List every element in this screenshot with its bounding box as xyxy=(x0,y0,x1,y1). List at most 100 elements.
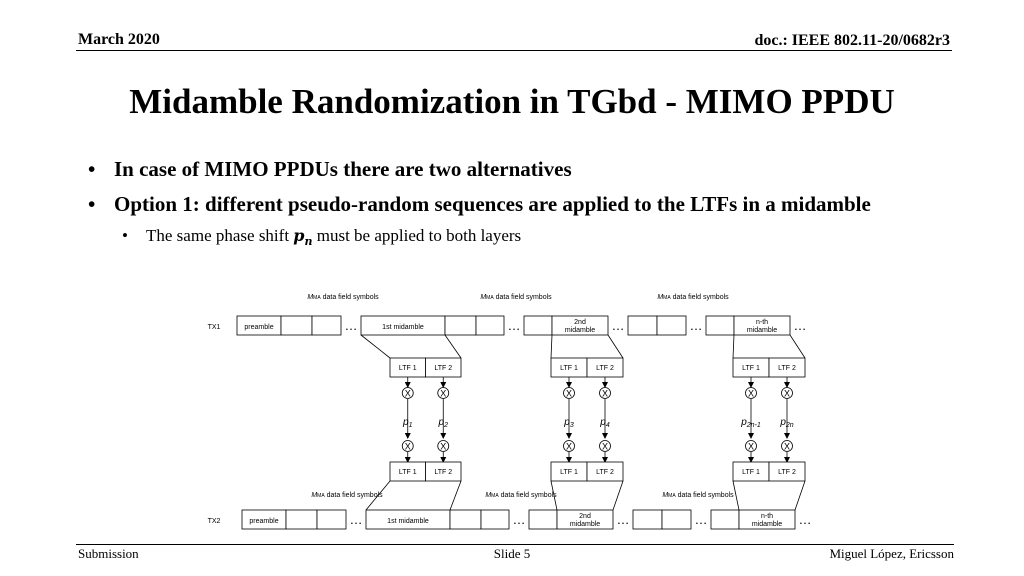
second-multiplier-upper xyxy=(563,387,575,399)
sub-bullet-1: The same phase shift pn must be applied … xyxy=(122,224,948,254)
nth-lower-ltf1-text: LTF 1 xyxy=(742,469,760,476)
nth-phase-label: p2n-1 xyxy=(740,417,761,429)
tx1-data-symbol xyxy=(444,315,477,336)
tx1-ellipsis: … xyxy=(345,318,358,333)
footer-author: Miguel López, Ericsson xyxy=(829,546,954,561)
tx2-nth-midamble-line1: n-th xyxy=(761,513,773,520)
tx2-second-midamble-line1: 2nd xyxy=(579,513,591,520)
tx2-first-midamble-text: 1st midamble xyxy=(387,518,429,525)
second-multiplier-upper xyxy=(599,387,611,399)
bullet-list: In case of MIMO PPDUs there are two alte… xyxy=(88,154,948,254)
tx2-second-midamble-line2: midamble xyxy=(570,521,600,528)
tx2-nth-midamble-line2: midamble xyxy=(752,521,782,528)
tx1-data-symbol xyxy=(523,315,553,336)
tx2-data-symbol xyxy=(528,509,558,530)
tx1-preamble-text: preamble xyxy=(244,324,273,331)
first-multiplier-upper-symbol: X xyxy=(440,389,446,399)
nth-phase-label: p2n xyxy=(779,417,793,429)
tx1-data-symbol xyxy=(280,315,313,336)
nth-collapse-line xyxy=(794,480,806,511)
tx2-data-symbol xyxy=(632,509,663,530)
first-multiplier-upper xyxy=(437,387,450,399)
second-multiplier-lower xyxy=(599,440,611,452)
second-phase-label: p4 xyxy=(599,417,610,429)
tx2-data-symbol xyxy=(449,509,482,530)
second-phase-label: p3 xyxy=(563,417,574,429)
tx1-data-symbol xyxy=(475,315,505,336)
first-phase-label: p2 xyxy=(438,417,449,429)
first-multiplier-upper-symbol: X xyxy=(405,389,411,399)
tx1-second-midamble-line2: midamble xyxy=(565,327,595,334)
header-rule xyxy=(76,50,952,51)
first-phase-label: p1 xyxy=(402,417,413,429)
phase-shift-symbol: pn xyxy=(293,226,313,249)
nth-multiplier-lower-symbol: X xyxy=(784,442,790,452)
second-collapse-line xyxy=(612,480,624,511)
nth-multiplier-upper xyxy=(781,387,793,399)
tx1-label: TX1 xyxy=(208,324,221,331)
nth-multiplier-upper-symbol: X xyxy=(784,389,790,399)
tx1-ellipsis: … xyxy=(508,318,521,333)
tx1-ellipsis: … xyxy=(612,318,625,333)
tx2-data-field-label: MMA data field symbols xyxy=(485,492,557,499)
tx1-nth-midamble xyxy=(733,315,791,336)
first-multiplier-lower xyxy=(401,440,414,452)
tx1-data-field-label: MMA data field symbols xyxy=(657,294,729,301)
tx1-data-field-label: MMA data field symbols xyxy=(480,294,552,301)
second-multiplier-lower-symbol: X xyxy=(602,442,608,452)
first-collapse-line xyxy=(365,480,391,511)
second-multiplier-upper-symbol: X xyxy=(566,389,572,399)
second-collapse-line xyxy=(550,480,558,511)
nth-expand-line xyxy=(732,334,735,359)
tx1-nth-midamble-line1: n-th xyxy=(756,319,768,326)
tx1-data-symbol xyxy=(311,315,342,336)
first-multiplier-upper xyxy=(401,387,414,399)
bullet-2: Option 1: different pseudo-random sequen… xyxy=(88,189,948,220)
nth-multiplier-lower-symbol: X xyxy=(748,442,754,452)
nth-multiplier-lower xyxy=(745,440,757,452)
tx2-data-symbol xyxy=(480,509,510,530)
second-expand-line xyxy=(607,334,624,359)
tx1-data-symbol xyxy=(705,315,735,336)
tx2-ellipsis: … xyxy=(799,512,812,527)
tx2-ellipsis: … xyxy=(695,512,708,527)
first-lower-ltf2-text: LTF 2 xyxy=(434,469,452,476)
tx2-nth-midamble xyxy=(738,509,796,530)
first-upper-ltf1-text: LTF 1 xyxy=(399,365,417,372)
header-date: March 2020 xyxy=(78,31,160,48)
nth-multiplier-upper xyxy=(745,387,757,399)
tx2-data-symbol xyxy=(661,509,692,530)
first-collapse-line xyxy=(449,480,462,511)
second-lower-ltf2 xyxy=(586,461,624,482)
tx2-ellipsis: … xyxy=(350,512,363,527)
tx2-second-midamble xyxy=(556,509,614,530)
tx2-label: TX2 xyxy=(208,518,221,525)
tx1-nth-midamble-line2: midamble xyxy=(747,327,777,334)
tx1-second-midamble-line1: 2nd xyxy=(574,319,586,326)
footer-rule xyxy=(76,544,954,545)
nth-expand-line xyxy=(789,334,806,359)
footer-slide-number: Slide 5 xyxy=(493,546,531,561)
nth-lower-ltf2 xyxy=(768,461,806,482)
second-upper-ltf1-text: LTF 1 xyxy=(560,365,578,372)
first-lower-ltf1-text: LTF 1 xyxy=(399,469,417,476)
tx2-data-symbol xyxy=(285,509,318,530)
header-doc-id: doc.: IEEE 802.11-20/0682r3 xyxy=(754,32,950,49)
tx2-ellipsis: … xyxy=(513,512,526,527)
nth-upper-ltf1-text: LTF 1 xyxy=(742,365,760,372)
first-upper-ltf2-text: LTF 2 xyxy=(434,365,452,372)
tx2-data-field-label: MMA data field symbols xyxy=(311,492,383,499)
tx2-data-field-label: MMA data field symbols xyxy=(662,492,734,499)
tx1-first-midamble-text: 1st midamble xyxy=(382,324,424,331)
tx1-second-midamble xyxy=(551,315,609,336)
nth-upper-ltf2-text: LTF 2 xyxy=(778,365,796,372)
second-upper-ltf2-text: LTF 2 xyxy=(596,365,614,372)
first-multiplier-lower xyxy=(437,440,450,452)
second-lower-ltf1-text: LTF 1 xyxy=(560,469,578,476)
tx1-ellipsis: … xyxy=(690,318,703,333)
tx2-preamble-text: preamble xyxy=(249,518,278,525)
first-lower-ltf2 xyxy=(425,461,462,482)
first-multiplier-lower-symbol: X xyxy=(440,442,446,452)
second-expand-line xyxy=(550,334,553,359)
